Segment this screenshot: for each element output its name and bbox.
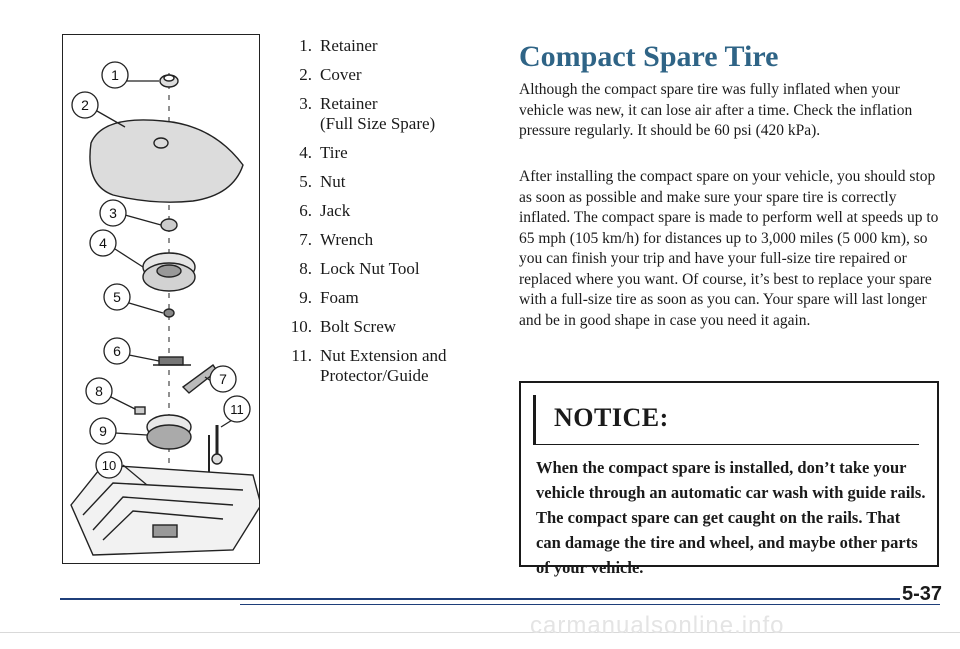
body-paragraph: Although the compact spare tire was full… bbox=[519, 81, 913, 139]
callout-8 bbox=[85, 377, 113, 405]
exploded-view-illustration: 1 2 3 4 5 6 7 8 9 10 11 bbox=[70, 61, 259, 556]
list-item: 6. Jack bbox=[280, 201, 490, 221]
item-number: 6. bbox=[299, 201, 312, 220]
item-number: 9. bbox=[299, 288, 312, 307]
item-label: Nut bbox=[320, 172, 346, 191]
footer-rule bbox=[60, 598, 900, 600]
callout-9 bbox=[89, 417, 117, 445]
list-item: 2. Cover bbox=[280, 65, 490, 85]
callout-3 bbox=[99, 199, 127, 227]
footer-rule-thin bbox=[240, 604, 940, 605]
callout-7 bbox=[209, 365, 237, 393]
page-number: 5-37 bbox=[902, 583, 943, 605]
callout-7-label: 7 bbox=[219, 371, 227, 387]
callout-6-label: 6 bbox=[113, 343, 121, 359]
callout-10 bbox=[95, 451, 123, 479]
item-number: 1. bbox=[299, 36, 312, 55]
item-label: Nut Extension and bbox=[320, 346, 447, 365]
item-label: Cover bbox=[320, 65, 362, 84]
callout-4-label: 4 bbox=[99, 235, 107, 251]
list-item: 3. Retainer(Full Size Spare) bbox=[280, 94, 490, 134]
callout-4 bbox=[89, 229, 117, 257]
body-paragraph: After installing the compact spare on yo… bbox=[519, 168, 939, 329]
spare-tire-diagram: 1 2 3 4 5 6 7 8 9 10 11 bbox=[62, 34, 260, 564]
item-number: 7. bbox=[299, 230, 312, 249]
notice-header: NOTICE: bbox=[533, 395, 919, 445]
callout-1 bbox=[101, 61, 129, 89]
list-item: 10. Bolt Screw bbox=[280, 317, 490, 337]
item-label: Bolt Screw bbox=[320, 317, 397, 336]
notice-box: NOTICE: When the compact spare is instal… bbox=[519, 381, 939, 577]
list-item: 9. Foam bbox=[280, 288, 490, 308]
item-label: Jack bbox=[320, 201, 351, 220]
list-item: 4. Tire bbox=[280, 143, 490, 163]
callout-2-label: 2 bbox=[81, 97, 89, 113]
item-sublabel: Protector/Guide bbox=[320, 366, 429, 385]
callout-11 bbox=[223, 395, 251, 423]
list-item: 7. Wrench bbox=[280, 230, 490, 250]
callout-6 bbox=[103, 337, 131, 365]
parts-list: 1.Retainer 2.Cover 3.Retainer(Full Size … bbox=[280, 36, 490, 395]
watermark: carmanualsonline.info bbox=[530, 612, 785, 639]
item-number: 8. bbox=[299, 259, 312, 278]
notice-heading: NOTICE: bbox=[554, 403, 669, 432]
item-number: 3. bbox=[299, 94, 312, 113]
callout-9-label: 9 bbox=[99, 423, 107, 439]
notice-text: When the compact spare is installed, don… bbox=[536, 458, 926, 577]
item-label: Wrench bbox=[320, 230, 374, 249]
bottom-divider bbox=[0, 632, 960, 633]
item-label: Retainer bbox=[320, 36, 378, 55]
item-label: Retainer bbox=[320, 94, 378, 113]
item-label-group: Retainer(Full Size Spare) bbox=[320, 94, 490, 134]
callout-3-label: 3 bbox=[109, 205, 117, 221]
item-number: 11. bbox=[291, 346, 312, 365]
section-title: Compact Spare Tire bbox=[519, 40, 779, 73]
list-item: 1. Retainer bbox=[280, 36, 490, 56]
callout-5 bbox=[103, 283, 131, 311]
item-label: Tire bbox=[320, 143, 348, 162]
list-item: 5. Nut bbox=[280, 172, 490, 192]
list-item: 8. Lock Nut Tool bbox=[280, 259, 490, 279]
item-label: Lock Nut Tool bbox=[320, 259, 420, 278]
item-number: 2. bbox=[299, 65, 312, 84]
callout-11-label: 11 bbox=[230, 402, 244, 417]
item-sublabel: (Full Size Spare) bbox=[320, 114, 436, 133]
callout-10-label: 10 bbox=[102, 458, 116, 473]
item-number: 4. bbox=[299, 143, 312, 162]
callout-8-label: 8 bbox=[95, 383, 103, 399]
callout-5-label: 5 bbox=[113, 289, 121, 305]
item-label: Foam bbox=[320, 288, 359, 307]
callout-2 bbox=[71, 91, 99, 119]
callout-1-label: 1 bbox=[111, 67, 119, 83]
item-number: 10. bbox=[290, 317, 312, 336]
item-number: 5. bbox=[299, 172, 312, 191]
